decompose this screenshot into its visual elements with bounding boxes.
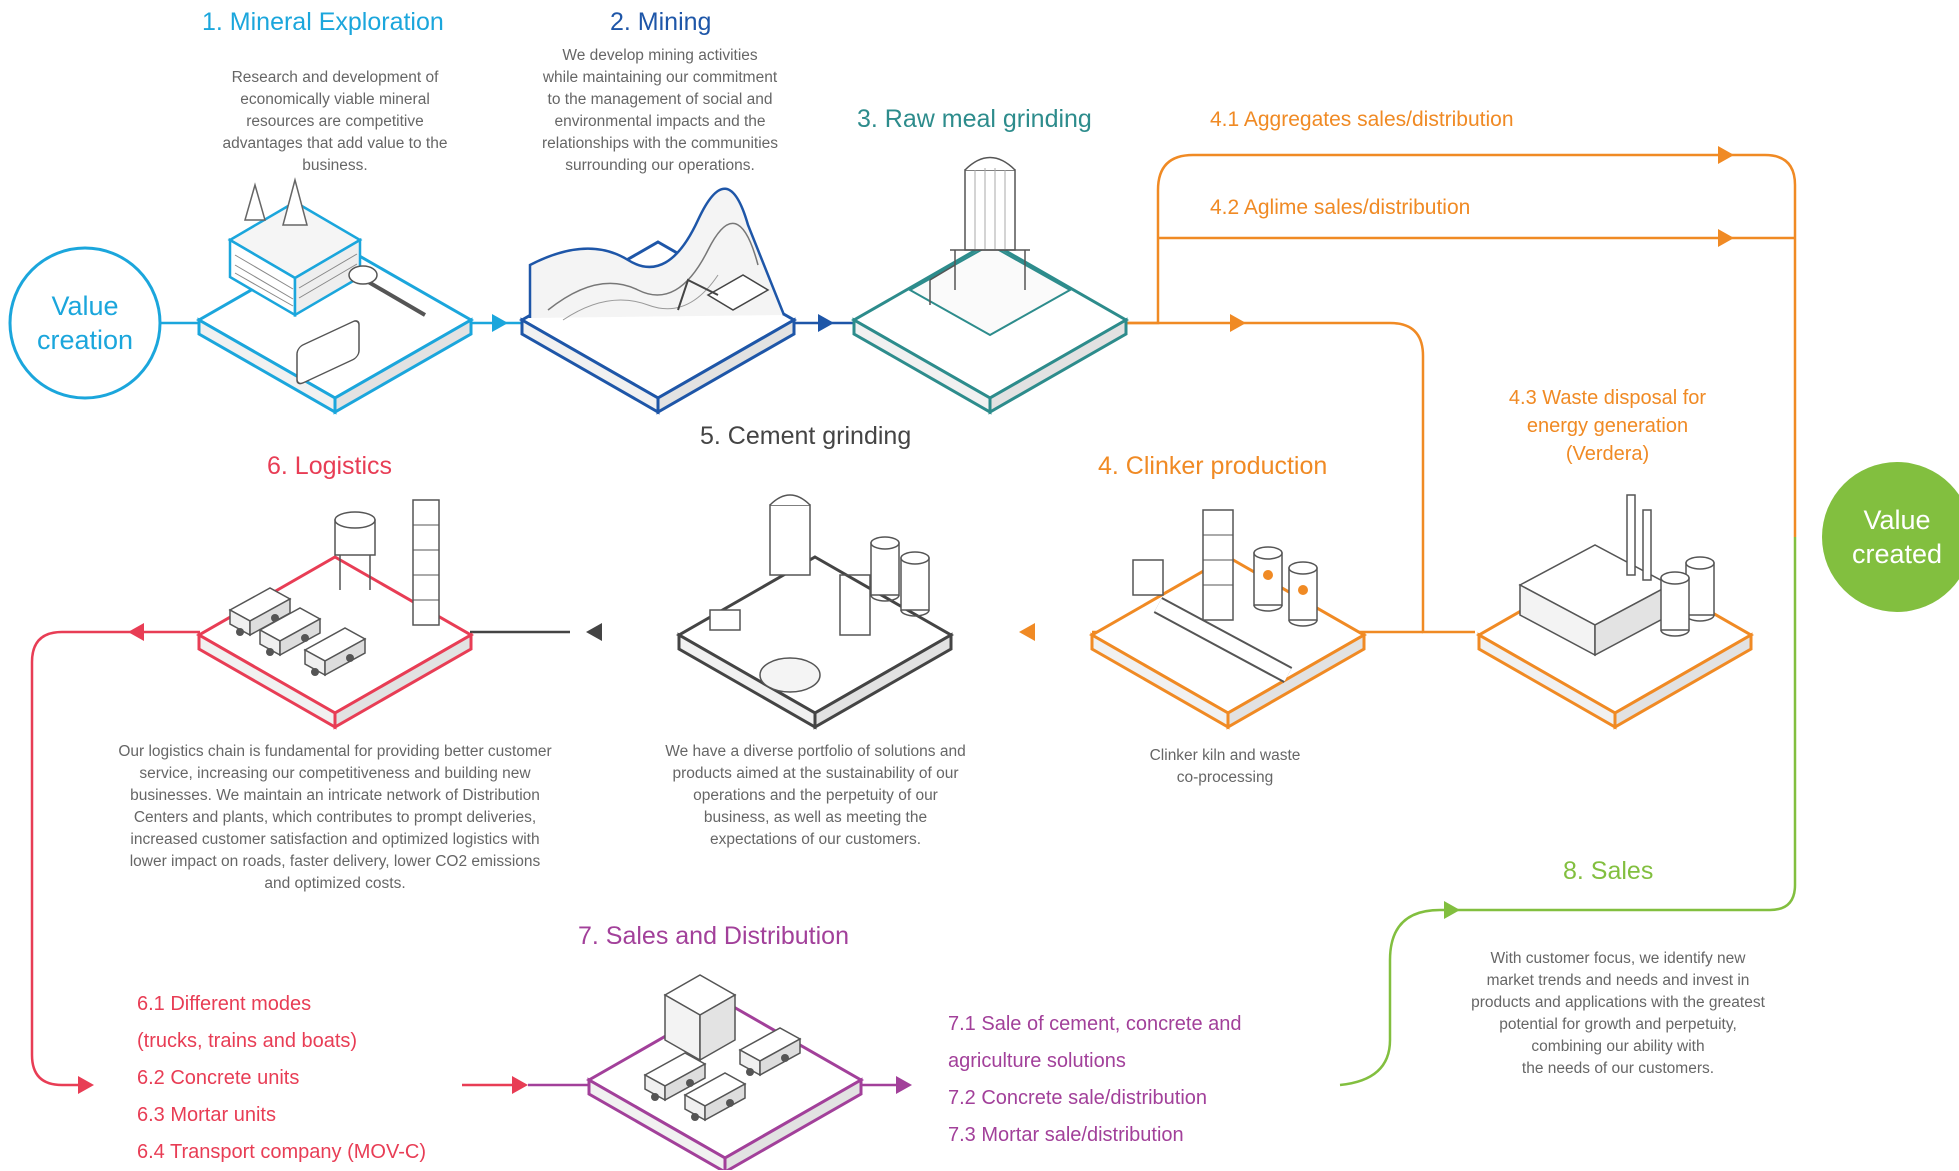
list-item: agriculture solutions <box>948 1050 1126 1072</box>
value-creation-label: Value creation <box>10 248 160 398</box>
desc-line: With customer focus, we identify new <box>1490 950 1746 967</box>
desc-line: economically viable mineral <box>240 91 430 108</box>
arrow-head <box>896 1076 912 1094</box>
list-item: 6.4 Transport company (MOV-C) <box>137 1141 426 1163</box>
desc-line: operations and the perpetuity of our <box>693 787 938 804</box>
stage-4-title: 4. Clinker production <box>1098 452 1328 480</box>
factory-icon <box>1477 494 1753 729</box>
value-created-line2: created <box>1851 539 1943 569</box>
desc-line: co-processing <box>1176 769 1274 786</box>
desc-line: while maintaining our commitment <box>542 69 778 86</box>
kiln-icon <box>1090 509 1366 729</box>
stage-4-3-title: 4.3 Waste disposal for energy generation… <box>1470 384 1745 468</box>
stage-6-title: 6. Logistics <box>267 452 393 480</box>
stage-7-items: 7.1 Sale of cement, concrete and agricul… <box>948 1006 1242 1154</box>
desc-line: Research and development of <box>231 69 439 86</box>
desc-line: We have a diverse portfolio of solutions… <box>665 743 966 760</box>
arrow-head <box>586 623 602 641</box>
desc-line: market trends and needs and invest in <box>1486 972 1750 989</box>
warehouse-icon <box>587 974 863 1170</box>
title-line: 4.3 Waste disposal for <box>1508 387 1707 409</box>
desc-line: advantages that add value to the <box>222 135 448 152</box>
desc-line: the needs of our customers. <box>1521 1060 1715 1077</box>
arrow-head <box>1444 901 1460 919</box>
list-item: 6.3 Mortar units <box>137 1104 276 1126</box>
stage-1-description: Research and development of economically… <box>195 67 475 177</box>
value-creation-line1: Value <box>51 291 119 321</box>
arrow-head <box>818 314 834 332</box>
arrow-head <box>128 623 144 641</box>
desc-line: business. <box>302 157 368 174</box>
arrow-head <box>1718 146 1734 164</box>
desc-line: Clinker kiln and waste <box>1149 747 1301 764</box>
stage-8-title: 8. Sales <box>1563 857 1654 885</box>
stage-2-title: 2. Mining <box>610 8 712 36</box>
desc-line: combining our ability with <box>1531 1038 1705 1055</box>
stage-8-description: With customer focus, we identify new mar… <box>1448 948 1788 1080</box>
desc-line: business, as well as meeting the <box>703 809 928 826</box>
arrow-head <box>78 1076 94 1094</box>
silo-icon <box>852 156 1128 414</box>
stage-4-description: Clinker kiln and waste co-processing <box>1110 745 1340 789</box>
desc-line: We develop mining activities <box>562 47 758 64</box>
list-item: 7.3 Mortar sale/distribution <box>948 1124 1184 1146</box>
stage-4-2-title: 4.2 Aglime sales/distribution <box>1210 196 1471 219</box>
stage-2-description: We develop mining activities while maint… <box>515 45 805 177</box>
cement-plant-icon <box>677 494 953 729</box>
value-creation-circle <box>8 246 162 400</box>
value-created-label: Value created <box>1822 462 1959 612</box>
desc-line: expectations of our customers. <box>709 831 922 848</box>
desc-line: and optimized costs. <box>264 875 406 892</box>
desc-line: resources are competitive <box>246 113 424 130</box>
list-item: (trucks, trains and boats) <box>137 1030 358 1052</box>
stage-6-description: Our logistics chain is fundamental for p… <box>85 741 585 895</box>
desc-line: increased customer satisfaction and opti… <box>130 831 540 848</box>
desc-line: potential for growth and perpetuity, <box>1499 1016 1737 1033</box>
desc-line: service, increasing our competitiveness … <box>139 765 531 782</box>
arrow-head <box>1230 314 1246 332</box>
desc-line: lower impact on roads, faster delivery, … <box>129 853 541 870</box>
arrow-head <box>1019 623 1035 641</box>
desc-line: Our logistics chain is fundamental for p… <box>118 743 552 760</box>
arrow-head <box>512 1076 528 1094</box>
desc-line: environmental impacts and the <box>554 113 766 130</box>
stage-3-title: 3. Raw meal grinding <box>857 105 1092 133</box>
stage-7-title: 7. Sales and Distribution <box>578 922 849 950</box>
desc-line: products aimed at the sustainability of … <box>672 765 959 782</box>
stage-5-title: 5. Cement grinding <box>700 422 912 450</box>
desc-line: surrounding our operations. <box>565 157 755 174</box>
value-created-line1: Value <box>1863 505 1931 535</box>
stage-6-items: 6.1 Different modes (trucks, trains and … <box>137 986 426 1171</box>
list-item: 7.2 Concrete sale/distribution <box>948 1087 1208 1109</box>
desc-line: Centers and plants, which contributes to… <box>133 809 537 826</box>
stage-5-description: We have a diverse portfolio of solutions… <box>628 741 1003 851</box>
mining-pit-icon <box>520 187 796 414</box>
stage-4-1-title: 4.1 Aggregates sales/distribution <box>1210 108 1514 131</box>
title-line: (Verdera) <box>1565 443 1650 465</box>
trucks-icon <box>197 499 473 729</box>
arrow-head <box>1718 229 1734 247</box>
desc-line: to the management of social and <box>547 91 773 108</box>
value-creation-line2: creation <box>36 325 134 355</box>
list-item: 6.1 Different modes <box>137 993 312 1015</box>
desc-line: relationships with the communities <box>541 135 779 152</box>
list-item: 7.1 Sale of cement, concrete and <box>948 1013 1242 1035</box>
value-created-circle <box>1822 462 1959 612</box>
stage-1-title: 1. Mineral Exploration <box>202 8 444 36</box>
desc-line: businesses. We maintain an intricate net… <box>130 787 540 804</box>
desc-line: products and applications with the great… <box>1471 994 1765 1011</box>
list-item: 6.2 Concrete units <box>137 1067 300 1089</box>
exploration-icon <box>197 177 473 414</box>
title-line: energy generation <box>1526 415 1689 437</box>
arrow-head <box>492 314 508 332</box>
